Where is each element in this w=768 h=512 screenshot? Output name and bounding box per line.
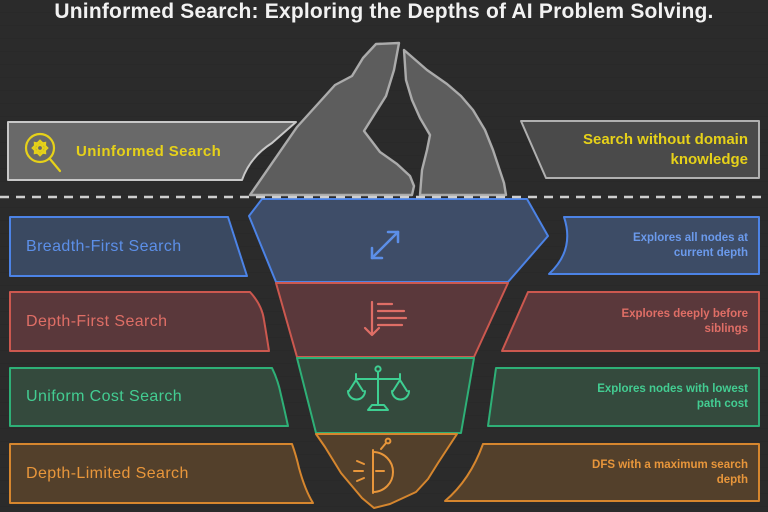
plate-uninformed-right	[520, 120, 760, 179]
arrow-down-list-icon	[363, 300, 408, 337]
plate-uniform-left	[9, 367, 289, 427]
iceberg-top	[248, 41, 508, 197]
plate-limited-left	[9, 443, 314, 504]
plate-depth-right	[501, 291, 760, 352]
iceberg-peak-right	[402, 48, 508, 197]
stopwatch-icon	[353, 437, 394, 494]
band-uniform-cost	[296, 357, 475, 434]
label-breadth-first-search: Breadth-First Search	[26, 237, 182, 255]
gear-magnifier-icon	[24, 132, 62, 173]
plate-uninformed-left	[7, 121, 297, 181]
expand-arrows-icon	[370, 230, 400, 260]
label-uniform-cost-search: Uniform Cost Search	[26, 388, 183, 405]
band-depth-first	[275, 282, 509, 358]
description-depth-first-search: Explores deeply before siblings	[621, 307, 748, 335]
left-plates	[7, 121, 314, 504]
balance-scale-icon	[347, 365, 410, 411]
label-uninformed-search: Uninformed Search	[76, 142, 222, 160]
plate-depth-left	[9, 291, 270, 352]
right-plates	[444, 120, 760, 502]
plate-breadth-right	[548, 216, 760, 275]
plate-breadth-left	[9, 216, 248, 277]
iceberg-peak-left	[248, 41, 416, 197]
plate-limited-right	[444, 443, 760, 502]
description-depth-limited-search: DFS with a maximum search depth	[592, 458, 748, 486]
description-uninformed-search: Search without domain knowledge	[582, 131, 748, 168]
plate-uniform-right	[487, 367, 760, 427]
description-breadth-first-search: Explores all nodes at current depth	[632, 231, 748, 259]
page-title: Uninformed Search: Exploring the Depths …	[54, 0, 714, 23]
label-depth-limited-search: Depth-Limited Search	[26, 464, 189, 482]
description-uniform-cost-search: Explores nodes with lowest path cost	[597, 383, 748, 410]
label-depth-first-search: Depth-First Search	[26, 312, 168, 330]
band-depth-limited	[315, 433, 458, 509]
